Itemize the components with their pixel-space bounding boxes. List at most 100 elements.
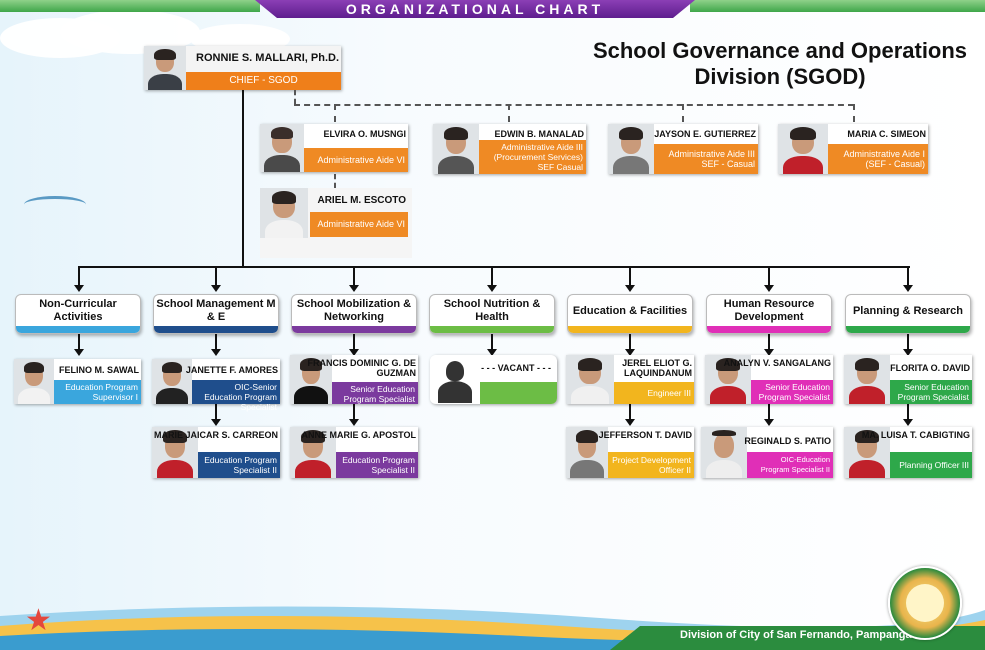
- member-card-sangalang[interactable]: ANALYN V. SANGALANG Senior Education Pro…: [705, 355, 833, 404]
- chief-photo: [144, 46, 186, 90]
- unit-connector: [215, 266, 217, 286]
- units-connector-bar: [78, 266, 910, 268]
- member-role: Education Program Specialist II: [336, 452, 418, 478]
- member-name: REGINALD S. PATIO: [744, 436, 831, 446]
- unit-color-bar: [846, 326, 970, 333]
- arrow-down-icon: [74, 349, 84, 356]
- member-role: Education Program Supervisor I: [54, 380, 141, 404]
- member-name: MA. LUISA T. CABIGTING: [861, 430, 970, 440]
- member-role: Senior Education Program Specialist: [751, 380, 833, 404]
- member-name: FRANCIS DOMINIC G. DE GUZMAN: [307, 358, 416, 378]
- unit-planning-research[interactable]: Planning & Research: [845, 294, 971, 334]
- staff-photo: [260, 124, 304, 172]
- star-icon: ★: [25, 604, 52, 637]
- page-title: School Governance and Operations Divisio…: [580, 38, 980, 90]
- staff-name: JAYSON E. GUTIERREZ: [654, 129, 756, 139]
- member-connector: [629, 334, 631, 350]
- member-photo: [290, 355, 332, 404]
- staff-name: EDWIN B. MANALAD: [494, 129, 585, 139]
- arrow-down-icon: [625, 349, 635, 356]
- member-photo: [290, 427, 336, 478]
- staff-card-manalad[interactable]: EDWIN B. MANALAD Administrative Aide III…: [433, 124, 586, 174]
- staff-role: Administrative Aide VI: [304, 148, 408, 172]
- arrow-down-icon: [211, 285, 221, 292]
- chief-card[interactable]: RONNIE S. MALLARI, Ph.D. CHIEF - SGOD: [144, 46, 341, 90]
- member-role: Project Development Officer II: [608, 452, 694, 478]
- unit-school-management[interactable]: School Management M & E: [153, 294, 279, 334]
- arrow-down-icon: [903, 285, 913, 292]
- staff-role: Administrative Aide III (Procurement Ser…: [479, 140, 586, 174]
- staff-name: ELVIRA O. MUSNGI: [323, 129, 406, 139]
- member-connector: [353, 334, 355, 350]
- member-card-florita-david[interactable]: FLORITA O. DAVID Senior Education Progra…: [844, 355, 972, 404]
- member-name: JEFFERSON T. DAVID: [598, 430, 692, 440]
- member-role: OIC-Senior Education Program Specialist: [192, 380, 280, 412]
- arrow-down-icon: [349, 285, 359, 292]
- member-name: JEREL ELIOT G. LAQUINDANUM: [622, 358, 692, 378]
- unit-connector: [629, 266, 631, 286]
- unit-connector: [907, 266, 909, 286]
- title-line-2: Division (SGOD): [694, 64, 866, 89]
- staff-photo: [260, 188, 308, 238]
- staff-drop: [508, 104, 510, 122]
- member-card-carreon[interactable]: MARIE JAICAR S. CARREON Education Progra…: [152, 427, 280, 478]
- arrow-down-icon: [74, 285, 84, 292]
- unit-connector: [491, 266, 493, 286]
- staff-card-escoto[interactable]: ARIEL M. ESCOTO Administrative Aide VI: [260, 188, 412, 258]
- staff-name: ARIEL M. ESCOTO: [317, 195, 406, 206]
- staff-role: Administrative Aide III SEF - Casual: [654, 144, 758, 174]
- unit-color-bar: [707, 326, 831, 333]
- member-card-de-guzman[interactable]: FRANCIS DOMINIC G. DE GUZMAN Senior Educ…: [290, 355, 418, 404]
- unit-school-mobilization[interactable]: School Mobilization & Networking: [291, 294, 417, 334]
- staff-photo: [608, 124, 654, 174]
- staff-drop: [334, 104, 336, 122]
- footer-wave: [0, 606, 985, 650]
- staff-name: MARIA C. SIMEON: [847, 129, 926, 139]
- member-card-jefferson-david[interactable]: JEFFERSON T. DAVID Project Development O…: [566, 427, 694, 478]
- member-connector: [78, 334, 80, 350]
- staff-photo: [433, 124, 479, 174]
- member-name: - - - VACANT - - -: [481, 363, 551, 373]
- staff-role: Administrative Aide I (SEF - Casual): [828, 144, 928, 174]
- member-card-amores[interactable]: JANETTE F. AMORES OIC-Senior Education P…: [152, 359, 280, 412]
- staff-photo: [778, 124, 828, 174]
- arrow-down-icon: [211, 349, 221, 356]
- staff-card-musngi[interactable]: ELVIRA O. MUSNGI Administrative Aide VI: [260, 124, 408, 172]
- member-card-apostol[interactable]: ANNE MARIE G. APOSTOL Education Program …: [290, 427, 418, 478]
- arrow-down-icon: [349, 419, 359, 426]
- unit-human-resource[interactable]: Human Resource Development: [706, 294, 832, 334]
- unit-color-bar: [154, 326, 278, 333]
- arrow-down-icon: [487, 349, 497, 356]
- member-name: ANALYN V. SANGALANG: [723, 358, 831, 368]
- unit-connector: [353, 266, 355, 286]
- member-connector: [768, 334, 770, 350]
- bird-decoration: [24, 196, 86, 213]
- member-card-vacant[interactable]: - - - VACANT - - -: [430, 355, 557, 404]
- member-card-laquindanum[interactable]: JEREL ELIOT G. LAQUINDANUM Engineer III: [566, 355, 694, 404]
- vacant-bar: [480, 382, 557, 404]
- staff-card-gutierrez[interactable]: JAYSON E. GUTIERREZ Administrative Aide …: [608, 124, 758, 174]
- arrow-down-icon: [211, 419, 221, 426]
- member-card-patio[interactable]: REGINALD S. PATIO OIC-Education Program …: [701, 427, 833, 478]
- unit-color-bar: [16, 326, 140, 333]
- unit-label: School Mobilization & Networking: [296, 298, 412, 323]
- member-role: Planning Officer III: [890, 452, 972, 478]
- title-line-1: School Governance and Operations: [592, 38, 968, 63]
- person-silhouette-icon: [430, 355, 480, 403]
- member-photo: [14, 359, 54, 404]
- footer-text: Division of City of San Fernando, Pampan…: [680, 629, 912, 641]
- member-role: Senior Education Program Specialist: [890, 380, 972, 404]
- unit-connector: [768, 266, 770, 286]
- unit-non-curricular[interactable]: Non-Curricular Activities: [15, 294, 141, 334]
- staff-role: Administrative Aide VI: [310, 212, 408, 237]
- member-card-sawal[interactable]: FELINO M. SAWAL Education Program Superv…: [14, 359, 141, 404]
- arrow-down-icon: [625, 285, 635, 292]
- banner-title: ORGANIZATIONAL CHART: [345, 1, 605, 17]
- member-name: ANNE MARIE G. APOSTOL: [301, 430, 416, 440]
- member-card-cabigting[interactable]: MA. LUISA T. CABIGTING Planning Officer …: [844, 427, 972, 478]
- member-name: FELINO M. SAWAL: [59, 365, 139, 375]
- staff-card-simeon[interactable]: MARIA C. SIMEON Administrative Aide I (S…: [778, 124, 928, 174]
- unit-school-nutrition[interactable]: School Nutrition & Health: [429, 294, 555, 334]
- member-name: JANETTE F. AMORES: [185, 365, 278, 375]
- unit-education-facilities[interactable]: Education & Facilities: [567, 294, 693, 334]
